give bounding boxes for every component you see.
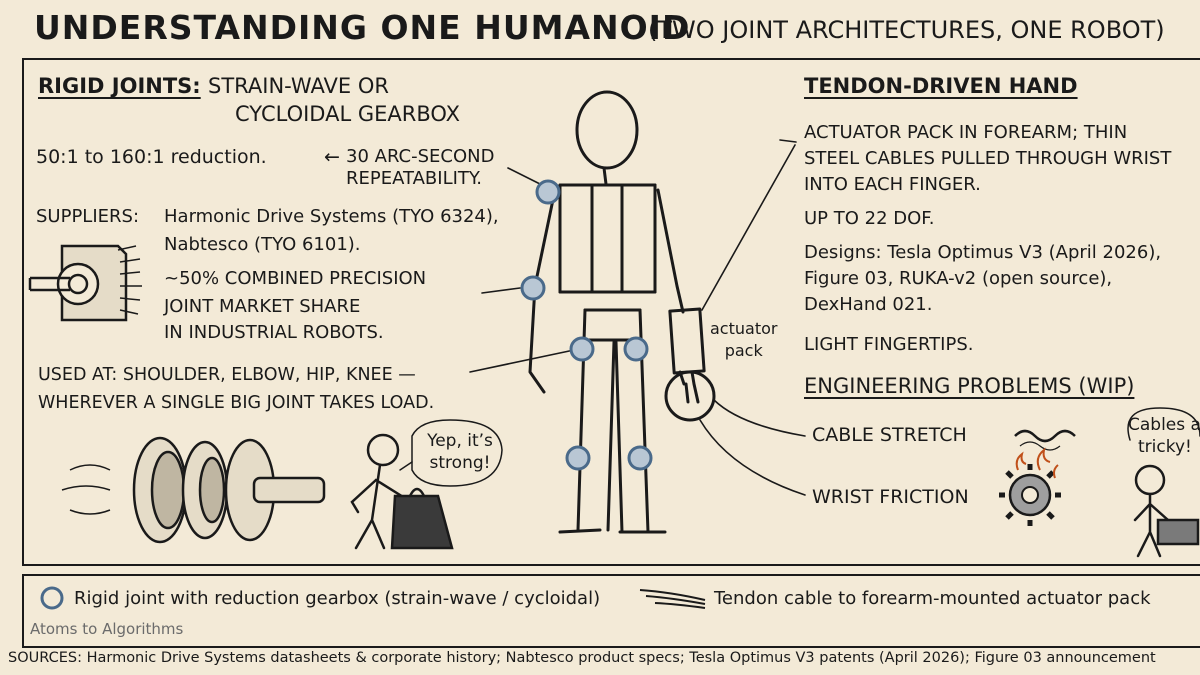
cable-stretch-squiggle — [1014, 429, 1076, 443]
legend-rigid-joint-icon — [40, 586, 64, 610]
legend-tendon-cable-text: Tendon cable to forearm-mounted actuator… — [714, 588, 1151, 609]
rigid-joints — [520, 179, 653, 471]
suppliers-line2: Nabtesco (TYO 6101). — [164, 234, 361, 255]
legend-cable-icon — [639, 589, 706, 609]
tendon-hand-heading: Tendon-driven hand — [804, 74, 1078, 98]
rigid-joints-label: Rigid joints: — [38, 74, 201, 98]
speech-bubble-strong: Yep, it’s strong! — [418, 430, 502, 474]
repeatability-line2: repeatability. — [346, 168, 482, 189]
suppliers-label: Suppliers: — [36, 206, 140, 227]
rigid-joints-gearbox-line2: cycloidal gearbox — [235, 102, 460, 126]
used-at-line1: Used at: shoulder, elbow, hip, knee — — [38, 365, 416, 385]
sources-footer: SOURCES: Harmonic Drive Systems datashee… — [8, 650, 1156, 666]
rigid-joints-gearbox-line1: Strain-wave or — [208, 74, 389, 98]
page-subtitle: (Two joint architectures, one robot) — [648, 16, 1165, 44]
speech-bubble-tricky-line2: tricky! — [1138, 437, 1192, 457]
actuator-pack — [668, 307, 706, 375]
wrist-detail-circle — [664, 370, 716, 422]
page-title: Understanding One Humanoid — [34, 8, 691, 47]
repeatability-line1: 30 arc-second — [346, 146, 495, 167]
gear-icon — [999, 464, 1061, 526]
designs-line3: DexHand 021. — [804, 294, 933, 315]
humanoid-figure — [528, 90, 685, 534]
cable-stretch-label: Cable stretch — [812, 424, 967, 446]
stick-figure-lifting — [350, 419, 503, 550]
designs-line2: Figure 03, RUKA-v2 (open source), — [804, 268, 1113, 289]
wrist-friction-label: Wrist friction — [812, 486, 969, 508]
suppliers-line1: Harmonic Drive Systems (TYO 6324), — [164, 206, 499, 227]
market-share-line3: in industrial robots. — [164, 322, 384, 343]
stick-figure-toolbox — [1127, 407, 1200, 558]
speech-bubble-strong-line2: strong! — [429, 453, 491, 473]
flame-icon — [1015, 447, 1059, 479]
tendon-desc-line3: into each finger. — [804, 174, 981, 195]
actuator-pack-label: actuator pack — [710, 318, 777, 362]
watermark: Atoms to Algorithms — [30, 620, 184, 638]
designs-line1: Designs: Tesla Optimus V3 (April 2026), — [804, 242, 1162, 263]
tendon-desc-line2: steel cables pulled through wrist — [804, 148, 1172, 169]
legend-rigid-joint-text: Rigid joint with reduction gearbox (stra… — [74, 588, 601, 609]
gearbox-exploded-icon — [61, 436, 326, 544]
fingertips-text: Light fingertips. — [804, 334, 974, 355]
reduction-ratio: 50:1 to 160:1 reduction. — [36, 146, 267, 168]
actuator-pack-label-line1: actuator — [710, 319, 778, 338]
dof-text: Up to 22 DOF. — [804, 208, 935, 229]
engineering-problems-heading: Engineering problems (WIP) — [804, 374, 1135, 398]
speech-bubble-strong-line1: Yep, it’s — [427, 431, 493, 451]
main-panel-frame — [22, 58, 1200, 566]
legend-frame — [22, 574, 1200, 648]
actuator-pack-label-line2: pack — [724, 341, 763, 360]
arrow-glyph: ← — [324, 146, 340, 168]
market-share-line2: joint market share — [164, 296, 361, 317]
market-share-line1: ~50% combined precision — [164, 268, 427, 289]
speech-bubble-tricky-line1: Cables are — [1128, 415, 1200, 435]
tendon-desc-line1: Actuator pack in forearm; thin — [804, 122, 1128, 143]
speech-bubble-tricky: Cables are tricky! — [1128, 414, 1200, 458]
rigid-joints-heading: Rigid joints: Strain-wave or — [38, 74, 389, 98]
used-at-line2: wherever a single big joint takes load. — [38, 393, 435, 413]
motor-icon — [28, 244, 142, 322]
